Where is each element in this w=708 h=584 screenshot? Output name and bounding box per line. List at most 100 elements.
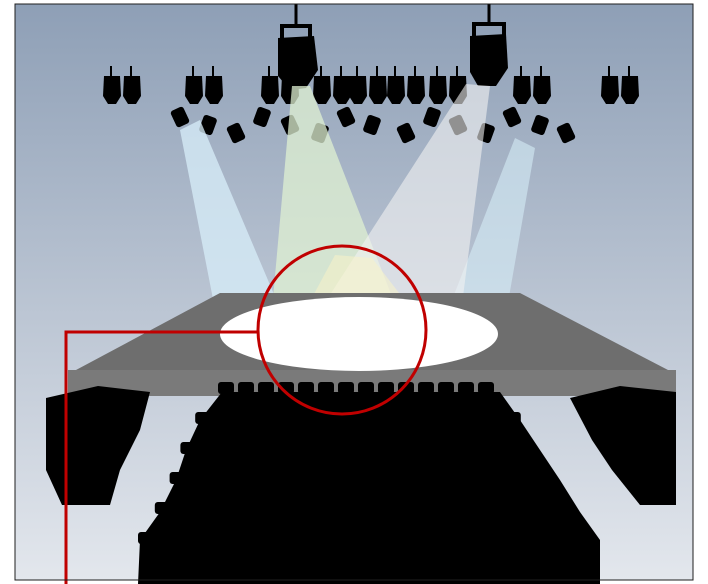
stage-light-lower-10 bbox=[423, 106, 441, 128]
seat-back bbox=[498, 532, 522, 544]
stage-light-lower-8 bbox=[363, 114, 381, 136]
seat-back bbox=[273, 472, 295, 484]
stage bbox=[68, 293, 676, 396]
seating-right-block bbox=[570, 386, 676, 505]
seat-back bbox=[378, 502, 402, 514]
seat-back bbox=[406, 502, 430, 514]
seat-back bbox=[338, 382, 354, 394]
seat-back bbox=[396, 442, 416, 454]
seat-back bbox=[455, 472, 477, 484]
stage-light-upper-3 bbox=[185, 66, 203, 104]
stage-light-upper-17 bbox=[601, 66, 619, 104]
seat-back bbox=[377, 472, 399, 484]
seat-back bbox=[305, 412, 323, 424]
seat-back bbox=[348, 442, 368, 454]
seat-back bbox=[420, 442, 440, 454]
frame-border bbox=[14, 3, 694, 581]
seat-back bbox=[168, 532, 192, 544]
seat-back bbox=[408, 532, 432, 544]
followspot-right bbox=[470, 4, 508, 86]
seat-back bbox=[261, 412, 279, 424]
stage-light-upper-1 bbox=[103, 66, 121, 104]
seat-back bbox=[195, 472, 217, 484]
beam-left-blue bbox=[180, 120, 290, 335]
stage-light-lower-15 bbox=[556, 122, 576, 144]
seat-back bbox=[276, 442, 296, 454]
seat-back bbox=[299, 472, 321, 484]
seat-back bbox=[349, 412, 367, 424]
stage-light-upper-8 bbox=[333, 66, 351, 104]
stage-light-lower-9 bbox=[396, 122, 416, 144]
seat-back bbox=[358, 382, 374, 394]
seat-back bbox=[398, 382, 414, 394]
stage-light-upper-18 bbox=[621, 66, 639, 104]
seat-back bbox=[351, 472, 373, 484]
seat-back bbox=[294, 502, 318, 514]
seat-back bbox=[546, 502, 570, 514]
stage-light-upper-16 bbox=[533, 66, 551, 104]
stage-light-upper-15 bbox=[513, 66, 531, 104]
center-stage-spot bbox=[220, 297, 498, 371]
seat-back bbox=[218, 382, 234, 394]
seat-back bbox=[415, 412, 433, 424]
seat-back bbox=[322, 502, 346, 514]
stage-light-upper-5 bbox=[261, 66, 279, 104]
seat-back bbox=[247, 472, 269, 484]
seat-back bbox=[288, 532, 312, 544]
seat-back bbox=[492, 442, 512, 454]
stage-light-lower-4 bbox=[253, 106, 271, 128]
highlight-circle bbox=[256, 244, 428, 416]
seat-back bbox=[266, 502, 290, 514]
seat-back bbox=[169, 472, 191, 484]
seat-back bbox=[258, 532, 282, 544]
seat-back bbox=[182, 502, 206, 514]
seat-back bbox=[468, 442, 488, 454]
seat-back bbox=[459, 412, 477, 424]
seat-back bbox=[298, 382, 314, 394]
seat-back bbox=[558, 532, 582, 544]
seat-back bbox=[348, 532, 372, 544]
seat-back bbox=[481, 412, 499, 424]
seat-back bbox=[252, 442, 272, 454]
seat-back bbox=[507, 472, 529, 484]
seat-back bbox=[462, 502, 486, 514]
seat-back bbox=[238, 382, 254, 394]
seat-back bbox=[378, 532, 402, 544]
seating-left-block bbox=[46, 386, 150, 505]
seat-back bbox=[210, 502, 234, 514]
stage-light-upper-13 bbox=[429, 66, 447, 104]
seat-back bbox=[217, 412, 235, 424]
audience-seating bbox=[46, 382, 676, 584]
stage-light-upper-11 bbox=[387, 66, 405, 104]
stage-light-upper-7 bbox=[313, 66, 331, 104]
seat-back bbox=[393, 412, 411, 424]
seat-back bbox=[437, 412, 455, 424]
highlight-annotation bbox=[64, 244, 428, 584]
seat-back bbox=[518, 502, 542, 514]
seat-back bbox=[468, 532, 492, 544]
seat-back bbox=[429, 472, 451, 484]
seat-back bbox=[318, 382, 334, 394]
stage-light-upper-12 bbox=[407, 66, 425, 104]
seat-back bbox=[434, 502, 458, 514]
seat-back bbox=[503, 412, 521, 424]
beam-right-blue bbox=[445, 138, 535, 320]
seat-back bbox=[180, 442, 200, 454]
seat-back bbox=[350, 502, 374, 514]
stage-light-upper-4 bbox=[205, 66, 223, 104]
seat-back bbox=[238, 502, 262, 514]
followspot-left bbox=[278, 4, 318, 90]
seat-back bbox=[478, 382, 494, 394]
seat-back bbox=[481, 472, 503, 484]
seat-back bbox=[516, 442, 536, 454]
seat-back bbox=[378, 382, 394, 394]
seat-back bbox=[228, 532, 252, 544]
seat-back bbox=[138, 532, 162, 544]
seat-back bbox=[239, 412, 257, 424]
seat-back bbox=[403, 472, 425, 484]
seat-back bbox=[278, 382, 294, 394]
stage-light-upper-10 bbox=[369, 66, 387, 104]
stage-light-upper-9 bbox=[349, 66, 367, 104]
seat-back bbox=[324, 442, 344, 454]
